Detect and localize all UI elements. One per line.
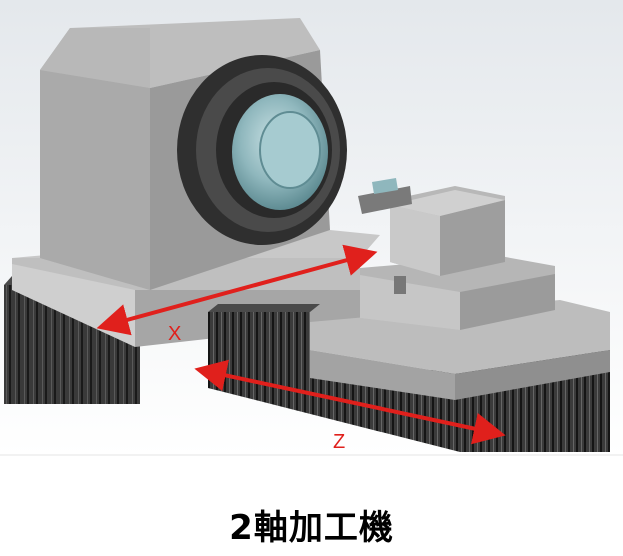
spindle-chuck (177, 55, 347, 245)
z-axis-arrow (194, 359, 506, 445)
tool-post (358, 178, 505, 276)
z-axis-label: Z (333, 431, 345, 453)
x-axis-arrow (96, 244, 378, 336)
diagram-caption: 2軸加工機 (229, 508, 394, 548)
x-axis-label: X (168, 323, 181, 345)
cross-slide (360, 256, 555, 330)
